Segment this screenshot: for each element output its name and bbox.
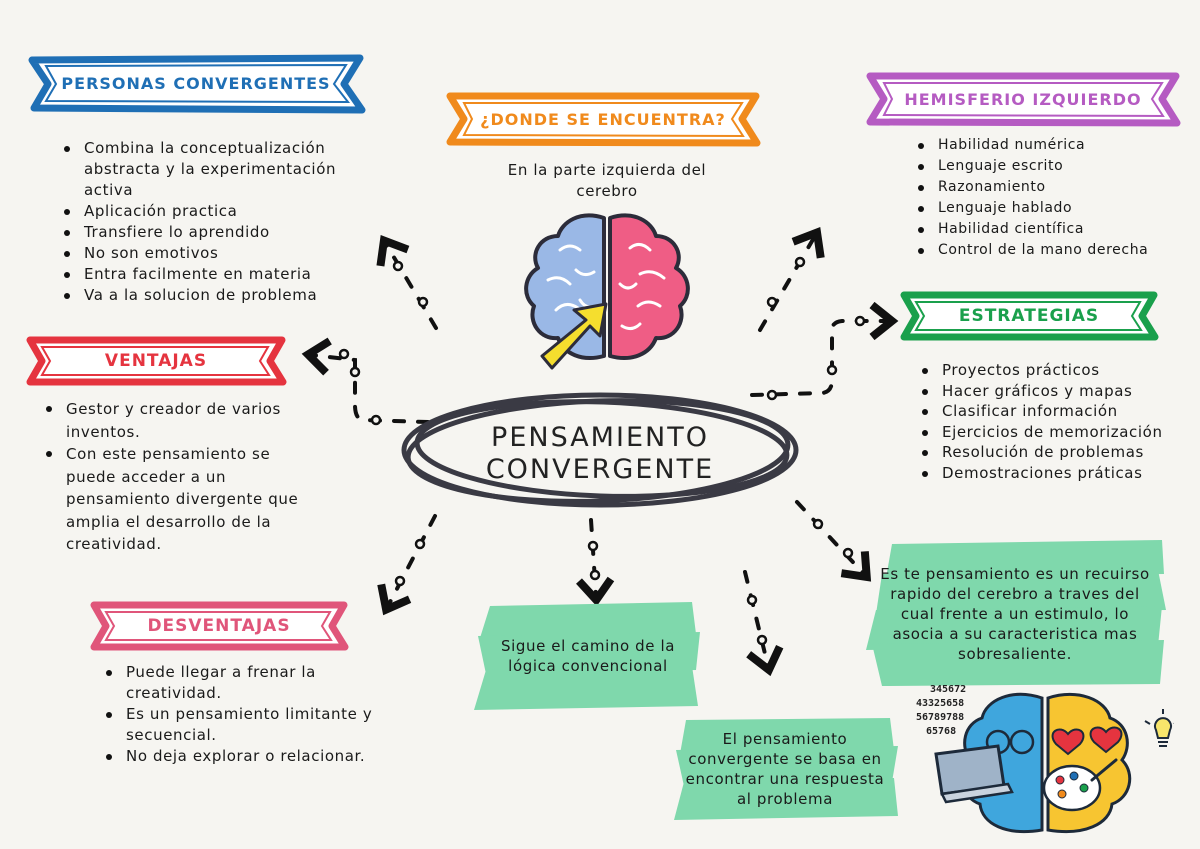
personas-list: Combina la conceptualización abstracta y… xyxy=(62,138,362,306)
ventajas-list: Gestor y creador de varios inventos. Con… xyxy=(44,398,314,556)
donde-text-line2: cerebro xyxy=(576,182,638,200)
list-item: Lenguaje escrito xyxy=(916,156,1186,177)
svg-text:56789788: 56789788 xyxy=(916,712,964,723)
arrow-to-estrategias xyxy=(750,301,899,397)
arrow-to-hemisferio xyxy=(758,227,825,332)
estrategias-list: Proyectos prácticos Hacer gráficos y map… xyxy=(920,360,1180,483)
note-basa-text: El pensamiento convergente se basa en en… xyxy=(685,730,885,808)
list-item: Gestor y creador de varios inventos. xyxy=(44,398,314,443)
list-item: Resolución de problemas xyxy=(920,442,1180,463)
arrow-to-basa xyxy=(743,570,784,677)
brain-icon xyxy=(524,213,690,370)
list-item: Transfiere lo aprendido xyxy=(62,222,362,243)
hemisferio-title: HEMISFERIO IZQUIERDO xyxy=(904,89,1142,109)
list-item: Control de la mano derecha xyxy=(916,240,1186,261)
list-item: Puede llegar a frenar la creatividad. xyxy=(104,662,404,704)
arrow-to-personas xyxy=(376,235,438,330)
list-item: Habilidad numérica xyxy=(916,135,1186,156)
svg-text:345672: 345672 xyxy=(930,684,966,695)
svg-text:43325658: 43325658 xyxy=(916,698,964,709)
note-recurso: Es te pensamiento es un recuirso rapido … xyxy=(862,540,1168,688)
list-item: Entra facilmente en materia xyxy=(62,264,362,285)
list-item: Ejercicios de memorización xyxy=(920,422,1180,443)
note-camino: Sigue el camino de la lógica convenciona… xyxy=(470,598,706,714)
donde-text: En la parte izquierda del cerebro xyxy=(470,160,744,202)
arrow-to-ventajas xyxy=(301,337,430,424)
arrow-to-camino xyxy=(576,518,615,607)
estrategias-title: ESTRATEGIAS xyxy=(958,306,1100,326)
personas-title: PERSONAS CONVERGENTES xyxy=(61,73,331,93)
center-title: PENSAMIENTO CONVERGENTE xyxy=(420,414,780,494)
desventajas-list: Puede llegar a frenar la creatividad. Es… xyxy=(104,662,404,767)
list-item: Aplicación practica xyxy=(62,201,362,222)
personas-ribbon: PERSONAS CONVERGENTES xyxy=(26,52,366,114)
list-item: Lenguaje hablado xyxy=(916,198,1186,219)
desventajas-ribbon: DESVENTAJAS xyxy=(88,600,350,652)
thinking-brains-icon: 345672 43325658 56789788 65768 xyxy=(916,684,1174,834)
svg-text:65768: 65768 xyxy=(926,726,956,737)
list-item: Clasificar información xyxy=(920,401,1180,422)
donde-text-line1: En la parte izquierda del xyxy=(507,161,707,179)
center-title-line2: CONVERGENTE xyxy=(485,454,715,485)
list-item: Proyectos prácticos xyxy=(920,360,1180,381)
list-item: Es un pensamiento limitante y secuencial… xyxy=(104,704,404,746)
list-item: Demostraciones práticas xyxy=(920,463,1180,484)
list-item: No son emotivos xyxy=(62,243,362,264)
hemisferio-ribbon: HEMISFERIO IZQUIERDO xyxy=(864,70,1182,128)
estrategias-ribbon: ESTRATEGIAS xyxy=(898,290,1160,342)
list-item: Razonamiento xyxy=(916,177,1186,198)
note-camino-text: Sigue el camino de la lógica convenciona… xyxy=(500,637,676,675)
list-item: No deja explorar o relacionar. xyxy=(104,746,404,767)
arrow-to-desventajas xyxy=(377,514,437,616)
list-item: Habilidad científica xyxy=(916,219,1186,240)
donde-title: ¿DONDE SE ENCUENTRA? xyxy=(480,109,726,129)
center-ellipse xyxy=(401,392,799,508)
list-item: Con este pensamiento se puede acceder a … xyxy=(44,443,314,556)
desventajas-title: DESVENTAJAS xyxy=(147,616,291,636)
center-title-line1: PENSAMIENTO xyxy=(491,422,709,453)
ventajas-title: VENTAJAS xyxy=(104,351,208,371)
note-basa: El pensamiento convergente se basa en en… xyxy=(666,716,904,822)
note-recurso-text: Es te pensamiento es un recuirso rapido … xyxy=(880,565,1150,663)
list-item: Combina la conceptualización abstracta y… xyxy=(62,138,362,201)
list-item: Va a la solucion de problema xyxy=(62,285,362,306)
hemisferio-list: Habilidad numérica Lenguaje escrito Razo… xyxy=(916,135,1186,261)
donde-ribbon: ¿DONDE SE ENCUENTRA? xyxy=(444,90,762,148)
list-item: Hacer gráficos y mapas xyxy=(920,381,1180,402)
ventajas-ribbon: VENTAJAS xyxy=(24,335,288,387)
arrow-to-recurso xyxy=(795,500,872,582)
